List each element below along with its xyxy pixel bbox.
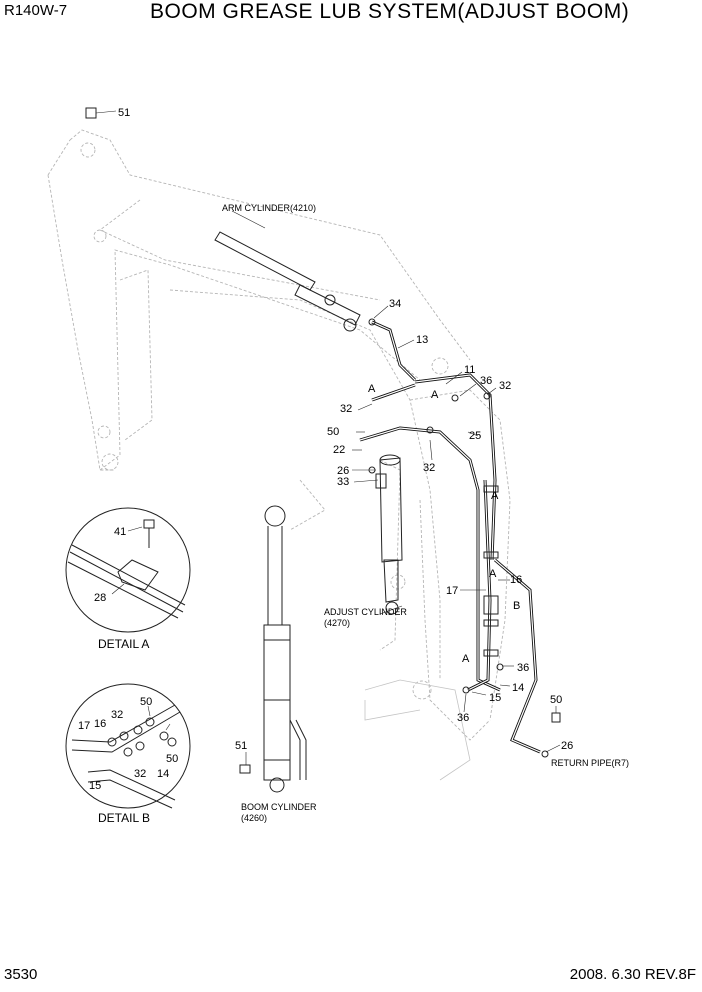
callout-11: 11: [464, 364, 475, 376]
page-title: BOOM GREASE LUB SYSTEM(ADJUST BOOM): [150, 0, 630, 23]
detail-b-callout-32b: 32: [134, 768, 146, 780]
arm-cylinder: [214, 231, 361, 332]
detail-b-callout-16: 16: [94, 718, 106, 730]
callout-51-bot: 51: [235, 740, 247, 752]
detail-b-callout-17: 17: [78, 720, 90, 732]
callout-34: 34: [389, 298, 401, 310]
callout-13: 13: [416, 334, 428, 346]
detail-b-callout-50b: 50: [166, 753, 178, 765]
callout-32-top: 32: [499, 380, 511, 392]
arm-cylinder-caption: ARM CYLINDER(4210): [222, 203, 316, 213]
callout-16: 16: [510, 574, 522, 586]
detail-b-title: DETAIL B: [98, 811, 150, 825]
callout-17: 17: [446, 585, 458, 597]
grease-lines: [85, 107, 561, 758]
captions: ARM CYLINDER(4210) ADJUST CYLINDER (4270…: [98, 203, 629, 825]
callout-25: 25: [469, 430, 481, 442]
callout-36-bot: 36: [457, 712, 469, 724]
detail-a: [65, 507, 191, 633]
boom-outline: [47, 129, 511, 781]
detail-a-callout-41: 41: [114, 526, 126, 538]
detail-b: [65, 683, 191, 809]
revision-date: 2008. 6.30 REV.8F: [569, 966, 696, 983]
callout-51-top: 51: [118, 107, 130, 119]
detail-b-callout-14: 14: [157, 768, 169, 780]
callout-15: 15: [489, 692, 501, 704]
callout-32-mid: 32: [423, 462, 435, 474]
adjust-cylinder-caption: ADJUST CYLINDER: [324, 607, 407, 617]
detail-a-callout-28: 28: [94, 592, 106, 604]
detail-b-callout-50a: 50: [140, 696, 152, 708]
detail-a-title: DETAIL A: [98, 637, 149, 651]
callout-50-left: 50: [327, 426, 339, 438]
callout-26-left: 26: [337, 465, 349, 477]
leader-lines: [95, 110, 561, 765]
detail-b-callout-15: 15: [89, 780, 101, 792]
boom-cylinder-part-no: (4260): [241, 813, 267, 823]
callout-14: 14: [512, 682, 524, 694]
callout-A-top1: A: [368, 383, 376, 395]
callout-A-top2: A: [431, 389, 439, 401]
callout-36-top: 36: [480, 375, 492, 387]
model-label: R140W-7: [4, 2, 68, 19]
callout-50-right: 50: [550, 694, 562, 706]
return-pipe-caption: RETURN PIPE(R7): [551, 758, 629, 768]
callout-A-low: A: [462, 653, 470, 665]
callout-A-mid2: A: [489, 568, 497, 580]
detail-b-callout-32a: 32: [111, 709, 123, 721]
callout-32-left: 32: [340, 403, 352, 415]
callout-33: 33: [337, 476, 349, 488]
callout-22: 22: [333, 444, 345, 456]
page-number: 3530: [4, 966, 38, 983]
adjust-cylinder-part-no: (4270): [324, 618, 350, 628]
adjust-cylinder: [379, 454, 403, 615]
callouts: 51 34 13 11 36 32 A A 32 50 22 26 33 25 …: [78, 107, 573, 792]
boom-cylinder: [239, 505, 307, 793]
callout-B: B: [513, 600, 520, 612]
callout-36-low: 36: [517, 662, 529, 674]
callout-A-mid1: A: [491, 490, 499, 502]
callout-26-right: 26: [561, 740, 573, 752]
boom-cylinder-caption: BOOM CYLINDER: [241, 802, 317, 812]
